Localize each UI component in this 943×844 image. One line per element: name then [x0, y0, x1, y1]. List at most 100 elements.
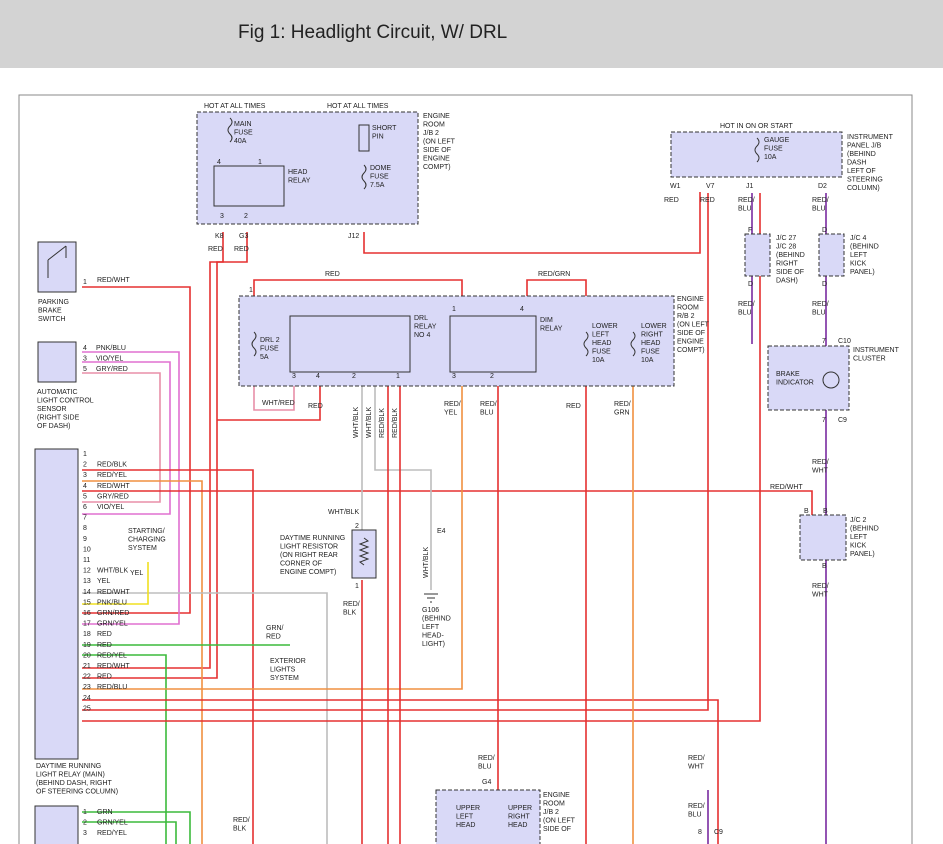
drl-relay-symbol [289, 315, 411, 373]
wire-pin23-redblu [82, 193, 761, 722]
drl-main-wire-5: GRY/RED [97, 493, 129, 500]
rb2-wire-redblk-1: RED/BLK [379, 408, 386, 438]
jc2-box [799, 514, 847, 561]
drl-main-pin-9: 9 [83, 536, 87, 543]
rb2-wire-red: RED [308, 403, 323, 410]
drl-main-relay-box [34, 448, 79, 760]
drl-main-wire-16: GRN/RED [97, 610, 129, 617]
jc4-box [818, 233, 845, 277]
wire-rb2-red [217, 380, 321, 421]
wire-g3-red [216, 232, 248, 420]
wire-g3-red-down [82, 420, 218, 679]
drl-main-pin-12: 12 [83, 568, 91, 575]
jb2-pin-1: 1 [258, 159, 262, 166]
wire-pin17-grnyel [82, 654, 167, 844]
drl-main-pin-24: 24 [83, 695, 91, 702]
wire-label-g3: RED [234, 246, 249, 253]
alc-sensor-wire-5: GRY/RED [96, 366, 128, 373]
rb2-wire-whtblk-1: WHT/BLK [353, 407, 360, 438]
drl-main-pin-8: 8 [83, 525, 87, 532]
jc4-pin-bot: D [822, 281, 827, 288]
jc27-pin-top: F [748, 227, 752, 234]
hot-at-all-times-label-2: HOT AT ALL TIMES [327, 103, 389, 110]
jc2-pin-r: B [823, 508, 828, 515]
jc27-pin-bot: D [748, 281, 753, 288]
cluster-wire: RED/WHT [812, 459, 829, 475]
bottom-right-wire-2: RED/BLU [688, 803, 705, 819]
cluster-pin-top: 7 [822, 338, 826, 345]
rb2-wire-redyel: RED/YEL [444, 401, 461, 417]
rb2-wire-whtblk-2: WHT/BLK [366, 407, 373, 438]
rb2-wire-redblk-2: RED/BLK [392, 408, 399, 438]
alc-sensor-wire-4: PNK/BLU [96, 345, 126, 352]
drl-main-pin-2: 2 [83, 462, 87, 469]
wire-pin4-redwht [82, 490, 813, 515]
drl-main-pin-1: 1 [83, 451, 87, 458]
wire-k8-red [82, 232, 224, 669]
drl-main-wire-23: RED/BLU [97, 684, 127, 691]
drl-main-wire-15: PNK/BLU [97, 599, 127, 606]
drl-main-wire-2: RED/BLK [97, 462, 127, 469]
jc4-wire: RED/BLU [812, 301, 829, 317]
wire-whtred [253, 380, 295, 411]
rb2-top-wire-2: RED/GRN [538, 271, 570, 278]
alc-sensor-pin-5: 5 [83, 366, 87, 373]
rb2-wire-redblu: RED/BLU [480, 401, 497, 417]
ground-wire: WHT/BLK [423, 547, 430, 578]
drl-main-pin-11: 11 [83, 557, 90, 564]
conn-j1: J1 [746, 183, 754, 190]
engine-room-rb2-box [238, 295, 675, 387]
ground-icon [424, 593, 438, 603]
lr-fuse-icon [630, 331, 636, 357]
drl-resistor-wire-bot: RED/BLK [343, 601, 360, 617]
wire-label-j1: RED/BLU [738, 197, 755, 213]
rb2-pin-dim-1: 1 [452, 306, 456, 313]
drl-main-wire-3: RED/YEL [97, 472, 127, 479]
drl-main-pin-3: 3 [83, 472, 87, 479]
alc-sensor-wire-3: VIO/YEL [96, 356, 123, 363]
dome-fuse-icon [361, 164, 367, 190]
rb2-pin-drl-1b: 1 [396, 373, 400, 380]
ground-conn-e4: E4 [437, 528, 446, 535]
wire-pin20-redyel [82, 380, 463, 690]
jb2-pin-4: 4 [217, 159, 221, 166]
short-pin-symbol [358, 124, 370, 152]
bottom-left-pin-2: 2 [83, 820, 87, 827]
bottom-right-wire-1: RED/WHT [688, 755, 705, 771]
wire-bl-grnyel [82, 821, 177, 844]
wire-label-v7: RED [700, 197, 715, 204]
rb2-pin-drl-2: 2 [352, 373, 356, 380]
conn-g3: G3 [239, 233, 248, 240]
parking-brake-wire: RED/WHT [97, 277, 130, 284]
wire-pin22-red [82, 193, 709, 711]
wire-rb2-top-redgrn [526, 279, 587, 296]
starting-wire: YEL [130, 570, 143, 577]
drl-main-pin-14: 14 [83, 589, 91, 596]
cluster-conn-top: C10 [838, 338, 851, 345]
wire-gry-red [82, 372, 161, 503]
jc2-wire-out: RED/WHT [812, 583, 829, 599]
rb2-pin-drl-1: 1 [249, 287, 253, 294]
drl-main-wire-22: RED [97, 674, 112, 681]
exterior-wire: GRN/RED [266, 625, 284, 641]
conn-j12: J12 [348, 233, 359, 240]
rb2-pin-dim-4: 4 [520, 306, 524, 313]
drl-main-pin-20: 20 [83, 652, 91, 659]
wire-rb2-top-red [253, 279, 463, 296]
head-relay-symbol [213, 165, 285, 207]
drl-main-pin-5: 5 [83, 493, 87, 500]
jb2-pin-3: 3 [220, 213, 224, 220]
cluster-pin-bot: 7 [822, 417, 826, 424]
drl-resistor-pin-top: 2 [355, 523, 359, 530]
